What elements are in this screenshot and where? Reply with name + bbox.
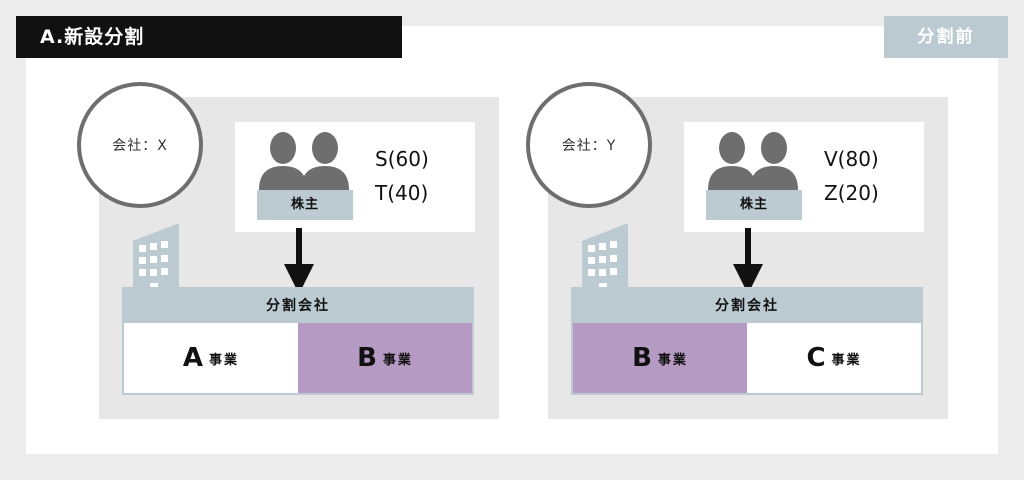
split-company-label: 分割会社 xyxy=(124,289,472,323)
business-c: C 事業 xyxy=(747,323,921,393)
shareholder-entry: Z(20) xyxy=(824,181,879,205)
shareholder-box: 株主 S(60) T(40) xyxy=(235,122,475,232)
ownership-arrow xyxy=(733,228,763,294)
business-letter: C xyxy=(806,343,826,373)
business-letter: A xyxy=(182,343,204,373)
shareholder-list: V(80) Z(20) xyxy=(824,142,879,210)
shareholder-entry: V(80) xyxy=(824,147,879,171)
business-suffix: 事業 xyxy=(831,352,862,368)
shareholder-entry: S(60) xyxy=(375,147,429,171)
shareholders-icon xyxy=(259,132,349,190)
business-a: A 事業 xyxy=(124,323,298,393)
split-company-label: 分割会社 xyxy=(573,289,921,323)
business-b: B 事業 xyxy=(298,323,472,393)
company-circle: 会社：X xyxy=(77,82,203,208)
shareholders-icon xyxy=(708,132,798,190)
business-suffix: 事業 xyxy=(382,352,413,368)
split-company: 分割会社 A 事業 B 事業 xyxy=(122,287,474,395)
building-icon xyxy=(582,223,628,299)
shareholder-list: S(60) T(40) xyxy=(375,142,429,210)
shareholder-box: 株主 V(80) Z(20) xyxy=(684,122,924,232)
shareholder-label: 株主 xyxy=(257,190,353,220)
ownership-arrow xyxy=(284,228,314,294)
business-suffix: 事業 xyxy=(657,352,688,368)
split-company: 分割会社 B 事業 C 事業 xyxy=(571,287,923,395)
company-panel-x: 会社：X 株主 S(60) T(40) xyxy=(77,82,499,419)
business-b: B 事業 xyxy=(573,323,747,393)
business-letter: B xyxy=(632,343,652,373)
section-title: A.新設分割 xyxy=(16,16,402,58)
business-letter: B xyxy=(357,343,377,373)
shareholder-entry: T(40) xyxy=(375,181,429,205)
company-panel-y: 会社：Y 株主 V(80) Z(20) xyxy=(526,82,948,419)
business-suffix: 事業 xyxy=(209,352,240,368)
shareholder-label: 株主 xyxy=(706,190,802,220)
state-tag: 分割前 xyxy=(884,16,1008,58)
company-circle: 会社：Y xyxy=(526,82,652,208)
